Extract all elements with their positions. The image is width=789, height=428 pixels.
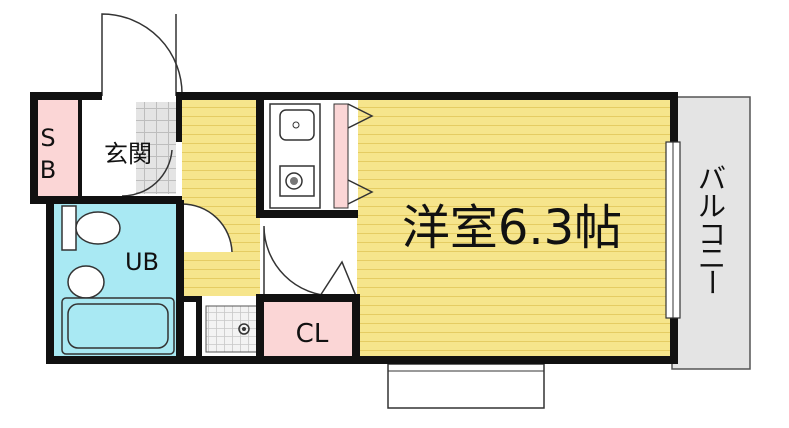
balcony-char: バ xyxy=(698,162,726,195)
western-room-floor xyxy=(357,98,671,359)
unit-bath-label: UB xyxy=(125,248,159,276)
entrance-label: 玄関 xyxy=(104,140,152,168)
shoe-box xyxy=(34,98,78,198)
western-room-label: 洋室6.3帖 xyxy=(402,200,622,256)
kitchen-counter xyxy=(269,103,349,209)
sb-label-top: S xyxy=(40,124,55,152)
toilet-icon xyxy=(75,211,121,245)
balcony-label: バ ル コ ニ ー xyxy=(695,162,728,296)
entrance-tile xyxy=(136,102,176,194)
sink-icon xyxy=(279,109,315,141)
balcony xyxy=(671,96,751,370)
hallway-floor xyxy=(182,98,260,296)
balcony-char: ニ xyxy=(698,242,726,275)
doors xyxy=(101,13,374,297)
balcony-char: コ xyxy=(698,218,726,251)
walls xyxy=(30,92,678,364)
washbasin-icon xyxy=(67,265,105,299)
balcony-char: ル xyxy=(698,190,726,223)
closet-floor xyxy=(264,300,356,356)
balcony-char: ー xyxy=(695,268,728,296)
unit-bath-fixtures xyxy=(61,205,175,355)
sb-label-bottom: B xyxy=(40,156,56,184)
closet-label: CL xyxy=(296,319,329,349)
